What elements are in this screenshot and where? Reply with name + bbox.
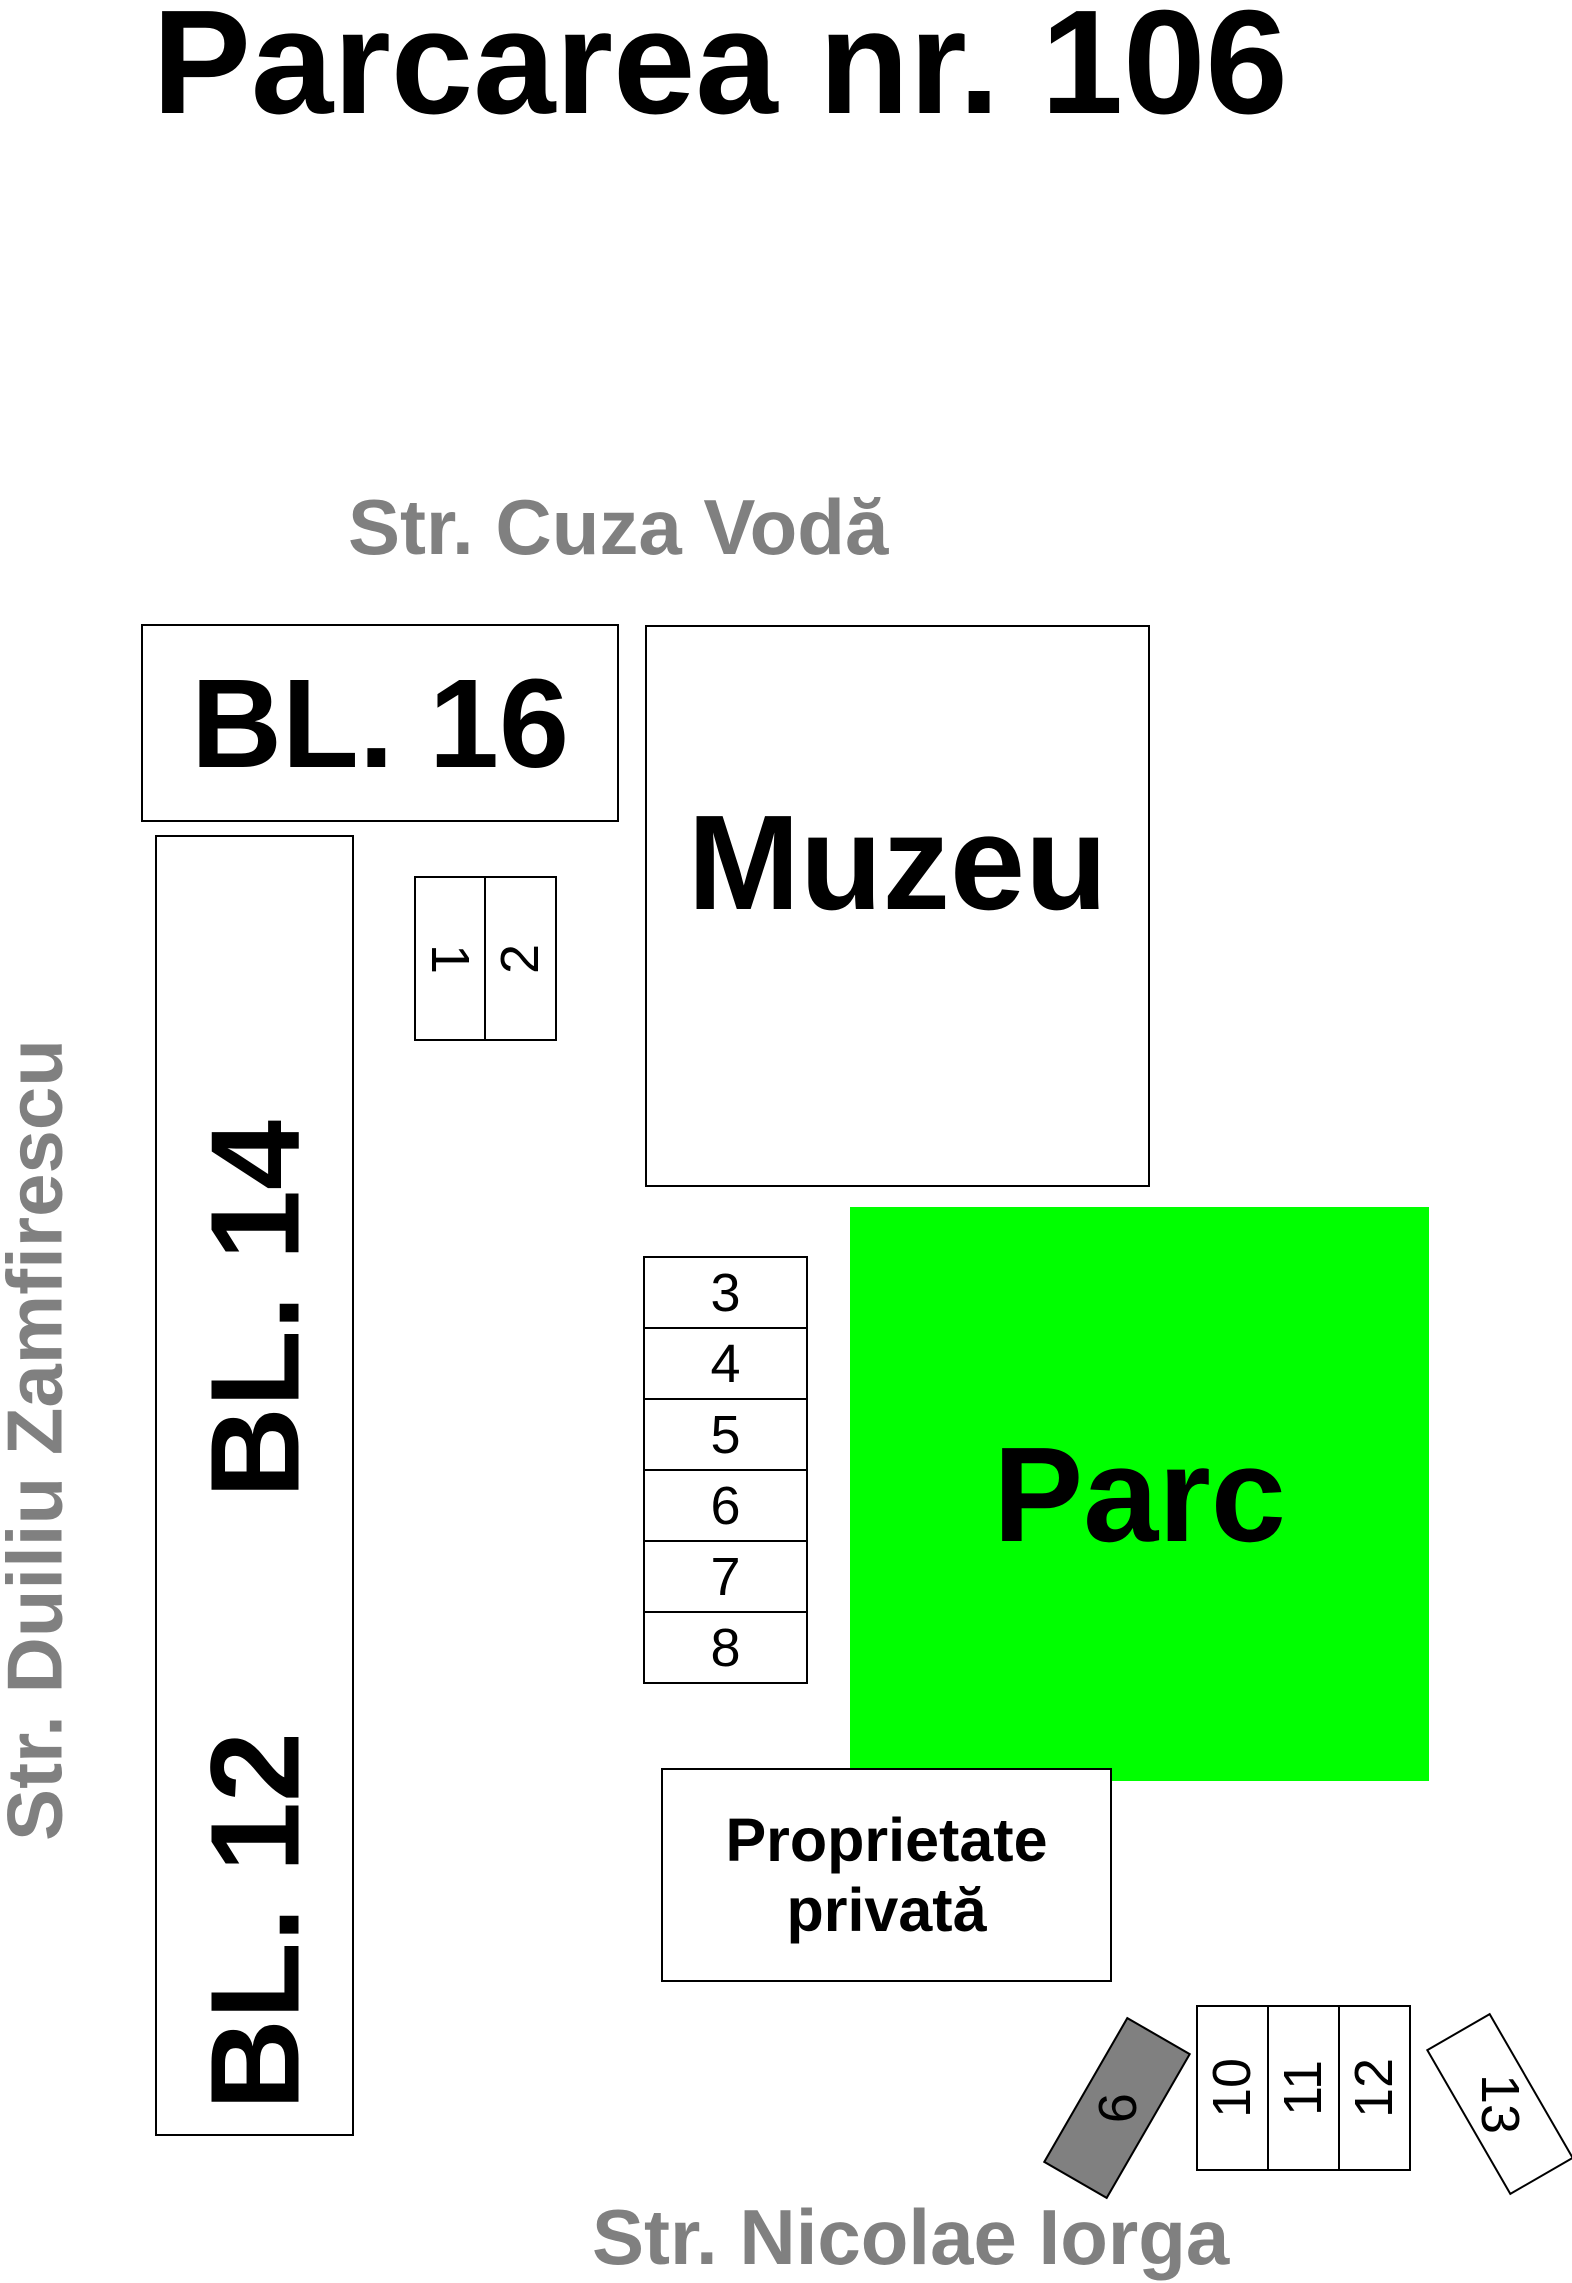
parking-spot-10-label: 10 — [1202, 2057, 1263, 2119]
parking-spot-5-label: 5 — [710, 1404, 741, 1465]
parking-spot-4[interactable]: 4 — [643, 1327, 808, 1400]
parking-spot-2-label: 2 — [490, 943, 551, 974]
parking-spot-13-label: 13 — [1469, 2073, 1530, 2135]
parking-spot-12-label: 12 — [1344, 2057, 1405, 2119]
parking-spot-1[interactable]: 1 — [414, 876, 486, 1041]
park-area: Parc — [850, 1207, 1429, 1781]
private-property: Proprietate privată — [661, 1768, 1112, 1982]
parking-spot-8[interactable]: 8 — [643, 1611, 808, 1684]
building-museum-label: Muzeu — [687, 786, 1108, 938]
building-bl14-label: BL. 14 — [184, 1119, 326, 1499]
building-bl12-label: BL. 12 — [184, 1731, 326, 2111]
parking-spot-9-label: 9 — [1086, 2092, 1147, 2124]
building-bl14-bl12: BL. 14 BL. 12 — [155, 835, 354, 2136]
parking-spot-11[interactable]: 11 — [1267, 2005, 1340, 2171]
parking-spot-8-label: 8 — [710, 1617, 741, 1678]
park-label: Parc — [993, 1418, 1286, 1570]
street-label-top: Str. Cuza Vodă — [348, 483, 889, 571]
building-bl16-label: BL. 16 — [190, 652, 570, 794]
building-bl16: BL. 16 — [141, 624, 619, 822]
parking-spot-6-label: 6 — [710, 1475, 741, 1536]
parking-spot-3[interactable]: 3 — [643, 1256, 808, 1329]
parking-spot-3-label: 3 — [710, 1262, 741, 1323]
parking-spot-12[interactable]: 12 — [1338, 2005, 1411, 2171]
parking-spot-5[interactable]: 5 — [643, 1398, 808, 1471]
street-label-left-text: Str. Duiliu Zamfirescu — [0, 1039, 79, 1841]
parking-spot-4-label: 4 — [710, 1333, 741, 1394]
parking-spot-7-label: 7 — [710, 1546, 741, 1607]
private-property-line1: Proprietate — [725, 1806, 1048, 1874]
parking-spot-9[interactable]: 9 — [1042, 2016, 1192, 2200]
page-title: Parcarea nr. 106 — [152, 0, 1288, 145]
private-property-line2: privată — [786, 1876, 987, 1944]
parking-spot-2[interactable]: 2 — [484, 876, 557, 1041]
parking-spot-13[interactable]: 13 — [1425, 2012, 1572, 2196]
building-museum: Muzeu — [645, 625, 1150, 1187]
parking-spot-10[interactable]: 10 — [1196, 2005, 1269, 2171]
parking-spot-1-label: 1 — [419, 943, 480, 974]
street-label-bottom: Str. Nicolae Iorga — [592, 2193, 1230, 2281]
parking-spot-7[interactable]: 7 — [643, 1540, 808, 1613]
parking-spot-11-label: 11 — [1273, 2059, 1334, 2117]
parking-spot-6[interactable]: 6 — [643, 1469, 808, 1542]
